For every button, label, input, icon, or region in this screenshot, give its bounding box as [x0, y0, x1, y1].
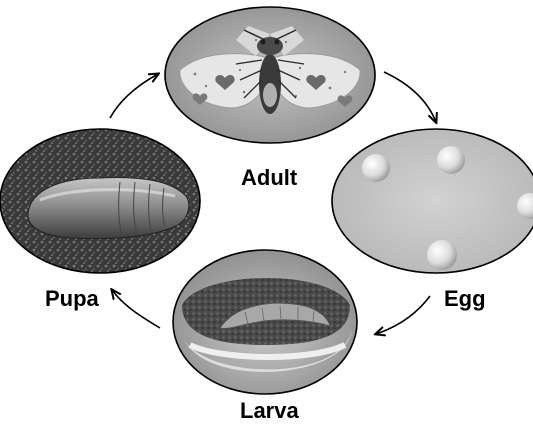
pupa-label: Pupa [45, 286, 99, 312]
adult-photo [160, 5, 380, 145]
arrow-pupa-to-adult [110, 74, 158, 118]
larva-label: Larva [240, 398, 299, 424]
larva-photo [170, 248, 360, 398]
arrow-larva-to-pupa [112, 290, 160, 328]
egg-label: Egg [444, 286, 486, 312]
arrow-egg-to-larva [376, 296, 430, 334]
egg-photo [330, 125, 533, 275]
pupa-photo [0, 128, 202, 276]
adult-label: Adult [241, 165, 297, 191]
arrow-adult-to-egg [384, 72, 436, 122]
